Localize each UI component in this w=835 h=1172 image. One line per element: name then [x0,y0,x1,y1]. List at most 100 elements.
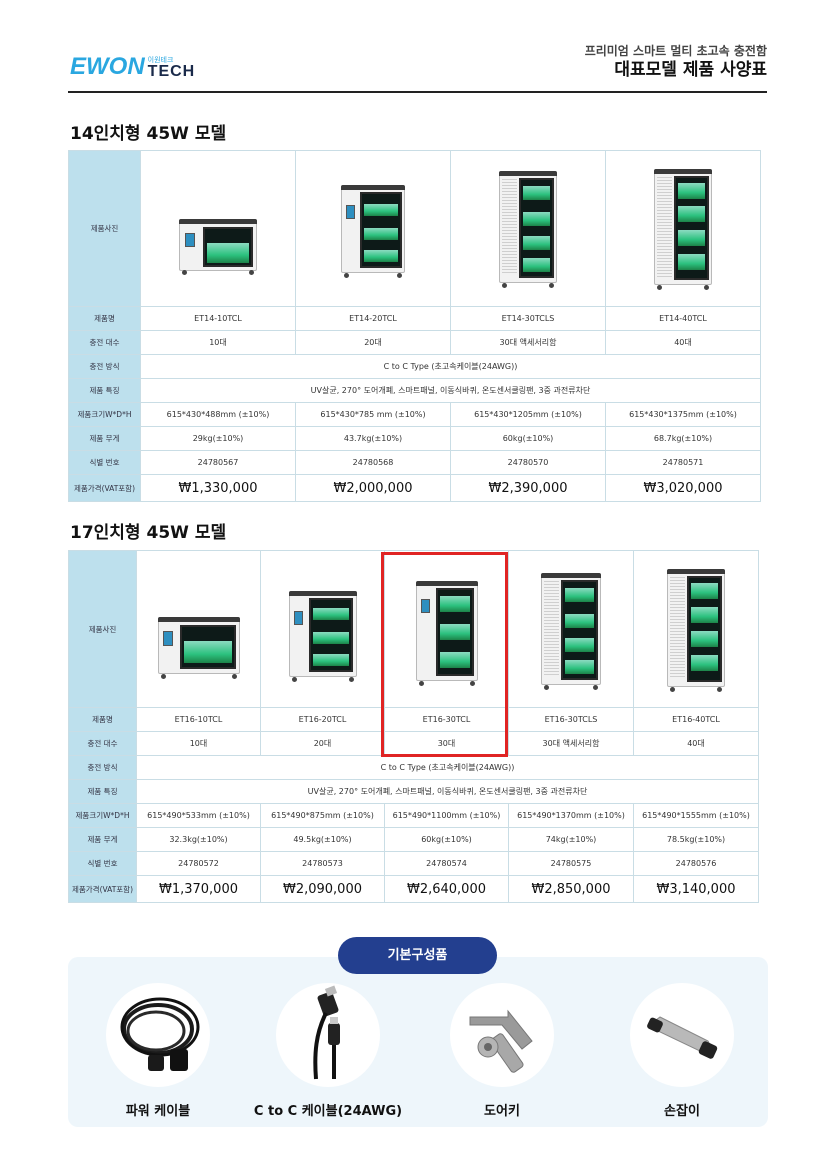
id-cell: 24780567 [140,450,296,475]
weight-cell: 60kg(±10%) [450,426,606,451]
id-cell: 24780571 [605,450,761,475]
product-photo-et14-40 [605,150,761,307]
model-name-cell: ET16-20TCL [260,707,385,732]
row-header-name: 제품명 [68,306,141,331]
size-cell: 615*430*785 mm (±10%) [295,402,451,427]
cabinet-image [157,617,240,679]
capacity-cell: 10대 [140,330,296,355]
accessory-label: 손잡이 [664,1104,700,1119]
price-cell: ₩2,000,000 [295,474,451,502]
capacity-cell: 20대 [260,731,385,756]
model-name-cell: ET16-10TCL [136,707,261,732]
row-header-price: 제품가격(VAT포함) [68,875,137,903]
size-cell: 615*490*875mm (±10%) [260,803,385,828]
row-header-features: 제품 특징 [68,378,141,403]
weight-cell: 60kg(±10%) [384,827,509,852]
size-cell: 615*490*1370mm (±10%) [508,803,634,828]
capacity-cell: 30대 액세서리함 [508,731,634,756]
accessory-handle: 손잡이 [592,983,772,1123]
section-14-title: 14인치형 45W 모델 [70,124,227,144]
model-name-cell: ET14-30TCLS [450,306,606,331]
document-title: 대표모델 제품 사양표 [614,60,767,80]
cabinet-image [654,169,712,291]
handle-icon [630,983,734,1087]
accessory-usb-c-cable: C to C 케이블(24AWG) [238,983,418,1123]
weight-cell: 74kg(±10%) [508,827,634,852]
section-17-title: 17인치형 45W 모델 [70,523,227,543]
row-header-photo: 제품사진 [68,150,141,307]
row-header-price: 제품가격(VAT포함) [68,474,141,502]
weight-cell: 43.7kg(±10%) [295,426,451,451]
weight-cell: 68.7kg(±10%) [605,426,761,451]
model-name-cell: ET14-40TCL [605,306,761,331]
id-cell: 24780576 [633,851,759,876]
cabinet-image [499,171,557,289]
id-cell: 24780573 [260,851,385,876]
capacity-cell: 20대 [295,330,451,355]
price-cell: ₩2,390,000 [450,474,606,502]
product-photo-et16-40 [633,550,759,708]
row-header-weight: 제품 무게 [68,426,141,451]
accessory-label: 파워 케이블 [125,1104,191,1119]
weight-cell: 29kg(±10%) [140,426,296,451]
row-header-features: 제품 특징 [68,779,137,804]
cabinet-image [415,581,478,687]
price-cell: ₩3,020,000 [605,474,761,502]
price-cell: ₩3,140,000 [633,875,759,903]
id-cell: 24780568 [295,450,451,475]
accessory-label: 도어키 [484,1104,520,1119]
product-photo-et16-10 [136,550,261,708]
price-cell: ₩2,090,000 [260,875,385,903]
size-cell: 615*430*488mm (±10%) [140,402,296,427]
id-cell: 24780570 [450,450,606,475]
capacity-cell: 30대 액세서리함 [450,330,606,355]
id-cell: 24780572 [136,851,261,876]
features-cell: UV살균, 270° 도어개폐, 스마트패널, 이동식바퀴, 온도센서쿨링팬, … [136,779,759,804]
logo-tech-text: TECH [147,63,196,80]
row-header-size: 제품크기W*D*H [68,803,137,828]
weight-cell: 49.5kg(±10%) [260,827,385,852]
id-cell: 24780574 [384,851,509,876]
power-cable-icon [106,983,210,1087]
model-name-cell: ET16-40TCL [633,707,759,732]
row-header-size: 제품크기W*D*H [68,402,141,427]
product-photo-et14-30 [450,150,606,307]
row-header-weight: 제품 무게 [68,827,137,852]
weight-cell: 78.5kg(±10%) [633,827,759,852]
capacity-cell: 40대 [605,330,761,355]
document-subtitle: 프리미엄 스마트 멀티 초고속 충전함 [584,44,767,58]
capacity-cell: 40대 [633,731,759,756]
product-photo-et16-30s [508,550,634,708]
features-cell: UV살균, 270° 도어개폐, 스마트패널, 이동식바퀴, 온도센서쿨링팬, … [140,378,761,403]
row-header-photo: 제품사진 [68,550,137,708]
size-cell: 615*490*533mm (±10%) [136,803,261,828]
price-cell: ₩2,850,000 [508,875,634,903]
accessories-title: 기본구성품 [338,937,497,974]
charging-method-cell: C to C Type (초고속케이블(24AWG)) [140,354,761,379]
price-cell: ₩2,640,000 [384,875,509,903]
product-photo-et16-30 [384,550,509,708]
id-cell: 24780575 [508,851,634,876]
weight-cell: 32.3kg(±10%) [136,827,261,852]
charging-method-cell: C to C Type (초고속케이블(24AWG)) [136,755,759,780]
logo-main-text: EWON [70,53,145,80]
usb-c-cable-icon [276,983,380,1087]
cabinet-image [541,573,601,691]
model-name-cell: ET14-20TCL [295,306,451,331]
row-header-id: 식별 번호 [68,851,137,876]
cabinet-image [341,185,405,279]
price-cell: ₩1,330,000 [140,474,296,502]
product-photo-et16-20 [260,550,385,708]
cabinet-image [667,569,725,693]
row-header-capacity: 충전 대수 [68,731,137,756]
row-header-id: 식별 번호 [68,450,141,475]
spec-table-14: 제품사진 [68,150,761,502]
header-divider [68,91,767,93]
accessory-door-key: 도어키 [412,983,592,1123]
accessory-label: C to C 케이블(24AWG) [253,1104,403,1119]
accessory-power-cable: 파워 케이블 [68,983,248,1123]
document-heading: 프리미엄 스마트 멀티 초고속 충전함 대표모델 제품 사양표 [585,43,767,81]
price-cell: ₩1,370,000 [136,875,261,903]
door-key-icon [450,983,554,1087]
